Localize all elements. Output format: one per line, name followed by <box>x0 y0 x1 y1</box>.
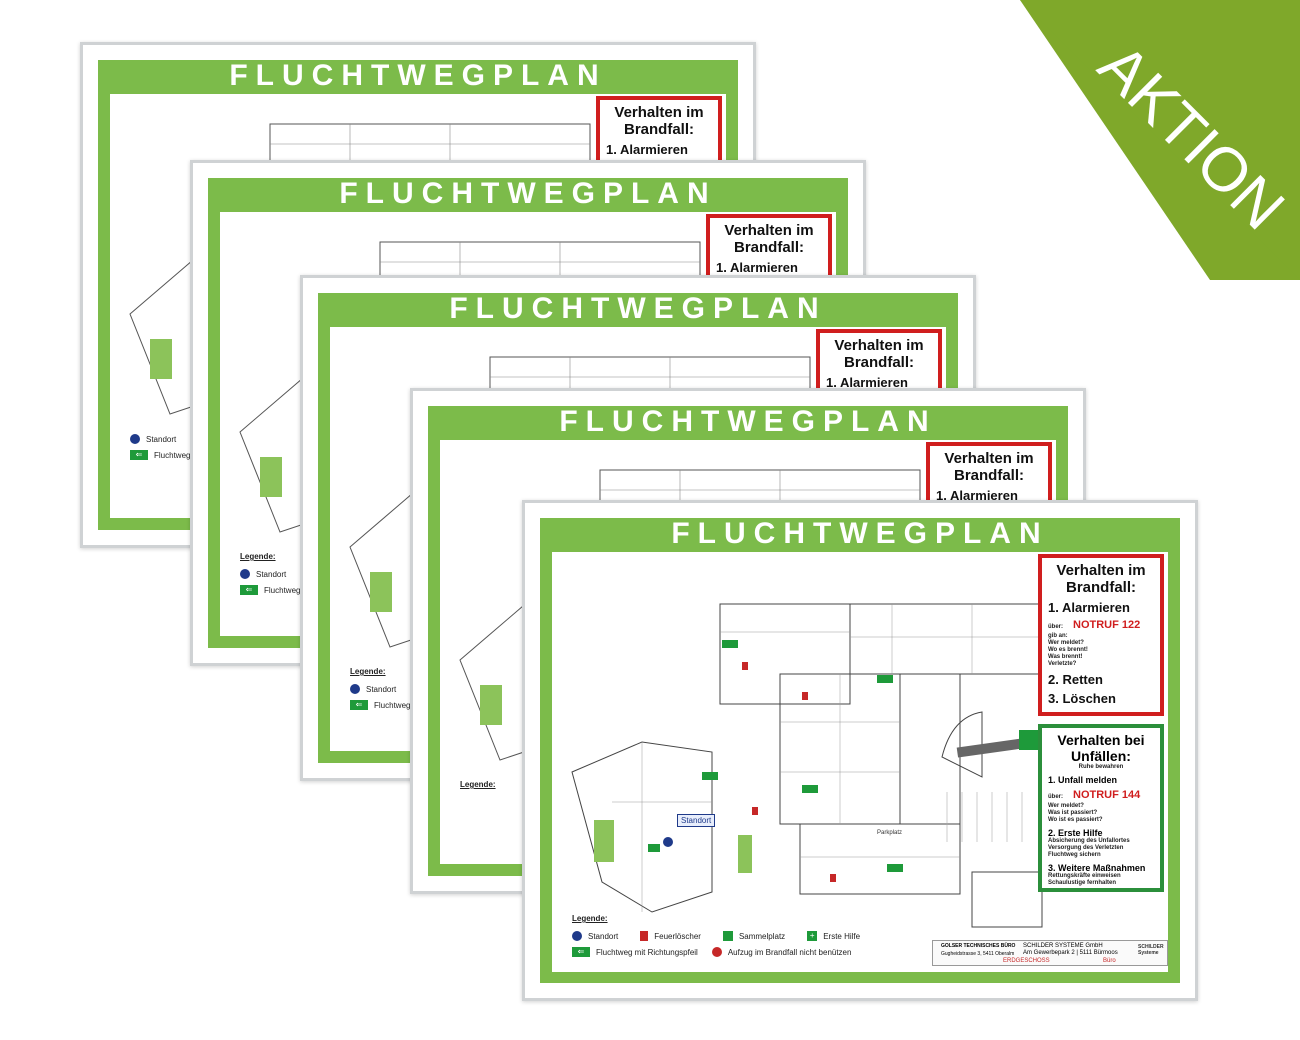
floor-label: ERDGESCHOSS <box>1003 958 1050 964</box>
sammelplatz-icon <box>1019 730 1039 750</box>
golser-name: GOLSER TECHNISCHES BÜRO <box>941 943 1016 949</box>
stairs-area <box>594 820 614 862</box>
accident-box-title: Verhalten bei Unfällen: <box>1057 732 1145 764</box>
accident-instructions-box: Verhalten bei Unfällen: Ruhe bewahren 1.… <box>1038 724 1164 892</box>
no-elevator-icon <box>711 947 722 957</box>
fire-instructions-box: Verhalten im Brandfall: 1. Alarmieren üb… <box>1038 554 1164 716</box>
exit-arrow-icon: ⇐ <box>130 450 148 460</box>
title-block: GOLSER TECHNISCHES BÜRO Gugheidstrasse 3… <box>932 940 1168 966</box>
legend-standort: Standort <box>256 569 287 579</box>
fire-box-title: Verhalten im Brandfall: <box>834 337 924 371</box>
standort-label: Standort <box>677 814 716 827</box>
accident-question-2: Wo ist es passiert? <box>1048 817 1103 823</box>
legend-standort: Standort <box>588 931 619 941</box>
fire-box-title: Verhalten im Brandfall: <box>944 450 1034 484</box>
fire-question-1: Wer meldet? <box>1048 640 1084 646</box>
accident-step-1: 1. Unfall melden <box>1048 775 1118 785</box>
fire-notruf: NOTRUF 122 <box>1073 619 1141 631</box>
accident-subtitle: Ruhe bewahren <box>1078 764 1124 770</box>
standort-marker-icon <box>350 684 360 694</box>
fire-step-2: 2. Retten <box>1048 672 1103 687</box>
accident-step2-text-2: Fluchtweg sichern <box>1048 852 1101 858</box>
exit-arrow-icon: ⇐ <box>572 947 590 957</box>
fire-step-1: 1. Alarmieren <box>936 488 1018 503</box>
exit-corridor <box>738 835 752 873</box>
accident-step3-text-0: Rettungskräfte einweisen <box>1048 873 1121 879</box>
accident-step-3: 3. Weitere Maßnahmen <box>1048 863 1146 873</box>
legend-standort: Standort <box>146 434 177 444</box>
accident-notruf: NOTRUF 144 <box>1073 789 1141 801</box>
accident-step3-text-1: Schaulustige fernhalten <box>1048 880 1117 886</box>
legend-title: Legende: <box>350 667 386 676</box>
fire-step-1: 1. Alarmieren <box>1048 600 1130 615</box>
standort-legend-icon <box>572 931 582 941</box>
standort-marker-icon <box>663 837 673 847</box>
fire-question-3: Was brennt! <box>1048 654 1083 660</box>
legend-feuerloescher: Feuerlöscher <box>654 931 701 941</box>
first-aid-icon: + <box>807 931 818 941</box>
standort-marker-icon <box>240 569 250 579</box>
room-label: Büro <box>1103 958 1116 964</box>
legend: Legende: <box>460 780 496 797</box>
fire-question-4: Verletzte? <box>1048 661 1077 667</box>
accident-question-0: Wer meldet? <box>1048 803 1084 809</box>
accident-step2-text-0: Absicherung des Unfallortes <box>1048 838 1130 844</box>
legend-fluchtweg: Fluchtweg mit Richtungspfeil <box>596 947 698 957</box>
legend-title: Legende: <box>460 780 496 789</box>
sammelplatz-legend-icon <box>722 931 733 941</box>
plan-title: FLUCHTWEGPLAN <box>559 405 937 438</box>
fire-step-1: 1. Alarmieren <box>826 375 908 390</box>
plan-title: FLUCHTWEGPLAN <box>229 59 607 92</box>
plan-frame: FLUCHTWEGPLAN <box>540 518 1180 983</box>
company-address: Am Gewerbepark 2 | 5111 Bürmoos <box>1023 950 1118 956</box>
parkplatz-label: Parkplatz <box>877 830 902 836</box>
legend-aufzug: Aufzug im Brandfall nicht benützen <box>727 947 852 957</box>
company-name: SCHILDER SYSTEME GmbH <box>1023 943 1103 949</box>
floorplan-drawing: Parkplatz <box>571 603 1051 928</box>
aktion-badge: AKTION <box>1020 0 1300 280</box>
fire-box-title: Verhalten im Brandfall: <box>724 222 814 256</box>
fire-question-0: gib an: <box>1048 633 1068 639</box>
plan-drawing: Parkplatz Standort Verhalten im Brandfal… <box>552 552 1168 972</box>
accident-question-1: Was ist passiert? <box>1048 810 1098 816</box>
fire-step-1: 1. Alarmieren <box>606 142 688 157</box>
plan-title: FLUCHTWEGPLAN <box>339 177 717 210</box>
legend-title: Legende: <box>240 552 276 561</box>
schilder-logo: SCHILDER Systeme <box>1138 944 1164 956</box>
exit-arrow-icon: ⇐ <box>240 585 258 595</box>
plan-title: FLUCHTWEGPLAN <box>671 517 1049 550</box>
plan-card-front: FLUCHTWEGPLAN <box>522 500 1198 1001</box>
accident-step2-text-1: Versorgung des Verletzten <box>1048 845 1124 851</box>
fire-question-2: Wo es brennt! <box>1048 647 1088 653</box>
fire-extinguisher-icon <box>640 931 649 941</box>
legend-title: Legende: <box>572 914 608 923</box>
fire-box-title: Verhalten im Brandfall: <box>1056 562 1146 596</box>
fire-step-1: 1. Alarmieren <box>716 260 798 275</box>
fire-step-3: 3. Löschen <box>1048 691 1116 706</box>
fire-box-title: Verhalten im Brandfall: <box>614 104 704 138</box>
legend-erste-hilfe: Erste Hilfe <box>823 931 861 941</box>
fire-notruf-prefix: über: <box>1048 624 1063 630</box>
standort-marker-icon <box>130 434 140 444</box>
legend: Legende: Standort Feuerlöscher Sammelpla… <box>572 914 860 963</box>
golser-address: Gugheidstrasse 3, 5411 Oberalm <box>941 951 1015 957</box>
accident-step-2: 2. Erste Hilfe <box>1048 828 1103 838</box>
legend-sammelplatz: Sammelplatz <box>738 931 786 941</box>
exit-arrow-icon: ⇐ <box>350 700 368 710</box>
plan-title: FLUCHTWEGPLAN <box>449 292 827 325</box>
legend-standort: Standort <box>366 684 397 694</box>
accident-notruf-prefix: über: <box>1048 794 1063 800</box>
